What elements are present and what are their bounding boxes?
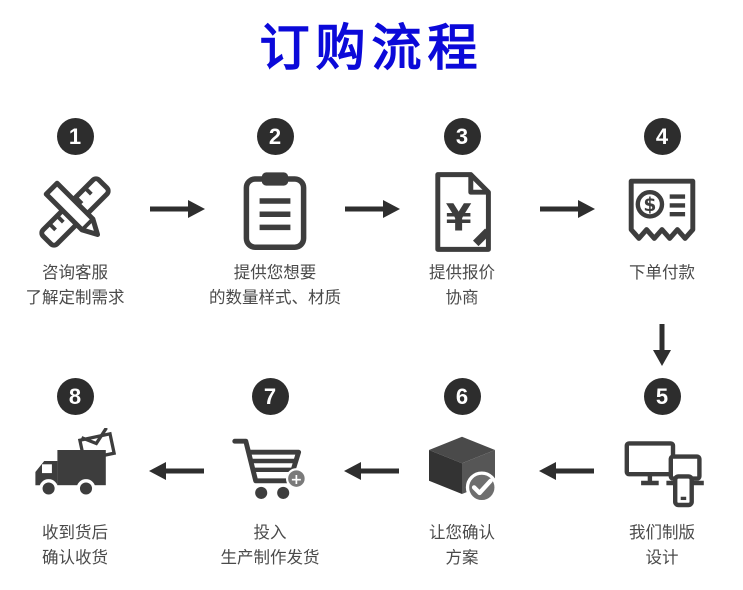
arrow-right-icon — [538, 198, 596, 225]
step-number-badge: 8 — [56, 378, 94, 415]
arrow-right-icon — [148, 198, 206, 225]
step-label: 让您确认 方案 — [429, 521, 495, 571]
step-label: 收到货后 确认收货 — [42, 521, 108, 571]
arrow-left-icon — [343, 460, 401, 487]
step-label: 我们制版 设计 — [629, 521, 695, 571]
step-number-badge: 5 — [643, 378, 681, 415]
step-3: 3 ¥ 提供报价 协商 — [362, 118, 562, 311]
step-8: 8 收到货后 确认收货 — [0, 378, 175, 571]
step-number-badge: 6 — [443, 378, 481, 415]
step-label-line1: 我们制版 — [629, 524, 695, 542]
step-number-badge: 7 — [251, 378, 289, 415]
step-label: 提供您想要 的数量样式、材质 — [209, 261, 341, 311]
step-1: 1 咨询客服 了解定制需求 — [0, 118, 175, 311]
step-label-line1: 提供报价 — [429, 264, 495, 282]
step-number-badge: 1 — [56, 118, 94, 155]
step-label-line1: 让您确认 — [429, 524, 495, 542]
package-confirm-icon — [418, 423, 506, 521]
cart-icon: + — [226, 423, 314, 521]
step-label-line2: 设计 — [645, 549, 679, 567]
arrow-right-icon — [343, 198, 401, 225]
step-label-line2: 生产制作发货 — [220, 549, 320, 567]
step-label-line1: 提供您想要 — [233, 264, 317, 282]
step-label-line2: 方案 — [445, 549, 479, 567]
step-label-line2: 的数量样式、材质 — [209, 289, 341, 307]
step-label-line1: 收到货后 — [42, 524, 108, 542]
plus-glyph: + — [290, 472, 302, 488]
step-4: 4 $ 下单付款 — [562, 118, 743, 286]
step-label: 下单付款 — [629, 261, 695, 286]
dollar-glyph: $ — [643, 195, 656, 216]
step-label-line1: 下单付款 — [629, 264, 695, 282]
step-label-line1: 咨询客服 — [42, 264, 108, 282]
step-6: 6 让您确认 方案 — [362, 378, 562, 571]
step-number-badge: 2 — [256, 118, 294, 155]
delivery-truck-icon — [31, 423, 119, 521]
step-label: 咨询客服 了解定制需求 — [26, 261, 125, 311]
step-5: 5 我们制版 设计 — [562, 378, 743, 571]
step-number-badge: 3 — [443, 118, 481, 155]
arrow-left-icon — [148, 460, 206, 487]
quote-document-icon: ¥ — [418, 163, 506, 261]
clipboard-icon — [231, 163, 319, 261]
step-label: 投入 生产制作发货 — [221, 521, 320, 571]
design-devices-icon — [618, 423, 706, 521]
step-label-line2: 协商 — [445, 289, 479, 307]
step-7: 7 + 投入 生产制作发货 — [170, 378, 370, 571]
arrow-down-icon — [651, 322, 673, 371]
yen-glyph: ¥ — [446, 196, 472, 240]
design-tools-icon — [31, 163, 119, 261]
step-label-line2: 确认收货 — [42, 549, 108, 567]
step-label: 提供报价 协商 — [429, 261, 495, 311]
step-label-line1: 投入 — [253, 524, 287, 542]
receipt-icon: $ — [618, 163, 706, 261]
step-2: 2 提供您想要 的数量样式、材质 — [175, 118, 375, 311]
arrow-left-icon — [538, 460, 596, 487]
page-title: 订购流程 — [259, 20, 484, 76]
step-label-line2: 了解定制需求 — [25, 289, 125, 307]
step-number-badge: 4 — [643, 118, 681, 155]
